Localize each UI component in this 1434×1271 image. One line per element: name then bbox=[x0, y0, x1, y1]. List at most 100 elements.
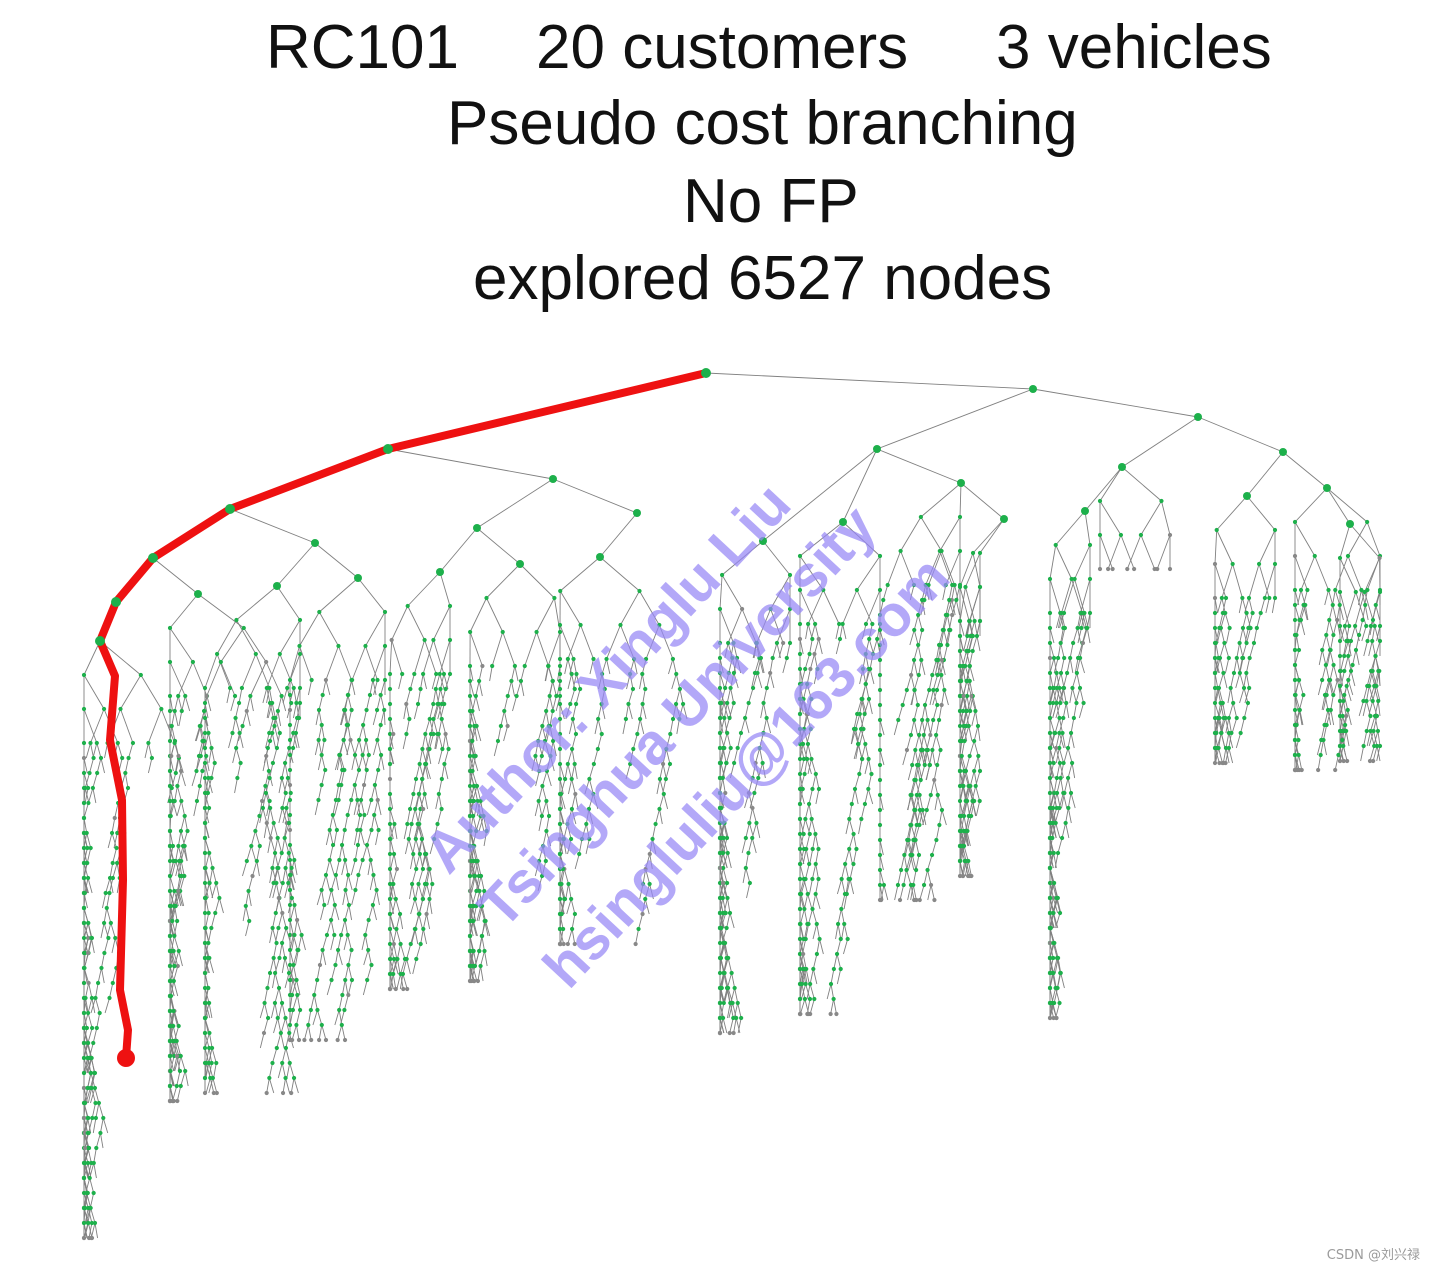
tree-edge bbox=[315, 709, 320, 726]
tree-edge bbox=[212, 867, 217, 884]
tree-edge bbox=[923, 719, 929, 736]
pruned-node bbox=[170, 1098, 175, 1104]
tree-edge bbox=[564, 658, 569, 675]
tree-node bbox=[316, 797, 321, 803]
tree-node bbox=[236, 700, 242, 706]
tree-node bbox=[217, 895, 222, 901]
tree-edge bbox=[184, 695, 191, 712]
tree-edge bbox=[519, 563, 555, 599]
tree-edge bbox=[351, 645, 366, 681]
tree-edge bbox=[1370, 730, 1375, 747]
tree-node bbox=[667, 761, 673, 767]
tree-edge bbox=[269, 702, 274, 719]
tree-edge bbox=[868, 638, 875, 655]
tree-edge bbox=[913, 719, 918, 736]
tree-edge bbox=[961, 770, 967, 787]
tree-edge bbox=[848, 848, 853, 865]
tree-edge bbox=[808, 803, 813, 820]
tree-edge bbox=[290, 1077, 295, 1094]
tree-edge bbox=[915, 779, 921, 796]
tree-edge bbox=[1294, 634, 1297, 651]
tree-edge bbox=[284, 837, 290, 854]
tree-node bbox=[447, 671, 453, 677]
tree-edge bbox=[414, 823, 419, 840]
tree-edge bbox=[284, 762, 289, 779]
tree-edge bbox=[965, 552, 981, 588]
tree-node bbox=[470, 798, 475, 804]
tree-edge bbox=[915, 839, 920, 856]
tree-edge bbox=[642, 703, 647, 720]
tree-edge bbox=[959, 635, 964, 652]
tree-edge bbox=[425, 748, 430, 765]
tree-edge bbox=[800, 668, 806, 685]
tree-edge bbox=[275, 897, 280, 914]
tree-edge bbox=[470, 785, 475, 802]
tree-edge bbox=[438, 718, 443, 735]
tree-node bbox=[365, 977, 370, 983]
tree-edge bbox=[354, 874, 359, 891]
tree-edge bbox=[1225, 657, 1230, 674]
tree-node bbox=[271, 715, 276, 721]
tree-edge bbox=[195, 725, 202, 742]
tree-edge bbox=[719, 942, 725, 959]
tree-edge bbox=[924, 689, 930, 706]
tree-edge bbox=[1238, 597, 1243, 614]
tree-edge bbox=[753, 642, 758, 659]
tree-node bbox=[382, 609, 388, 615]
tree-edge bbox=[931, 659, 937, 676]
tree-edge bbox=[567, 673, 573, 690]
tree-edge bbox=[408, 823, 413, 840]
tree-node bbox=[85, 785, 91, 791]
tree-node bbox=[382, 707, 387, 713]
tree-node bbox=[467, 843, 473, 849]
tree-node bbox=[85, 845, 90, 851]
tree-node bbox=[446, 746, 451, 752]
tree-edge bbox=[480, 905, 486, 922]
tree-edge bbox=[85, 1087, 91, 1104]
tree-edge bbox=[769, 657, 774, 674]
tree-edge bbox=[399, 973, 404, 990]
tree-edge bbox=[169, 965, 176, 982]
tree-edge bbox=[1214, 717, 1220, 734]
tree-edge bbox=[292, 732, 298, 749]
tree-node bbox=[244, 858, 249, 864]
tree-edge bbox=[969, 665, 975, 682]
tree-node bbox=[569, 776, 574, 782]
tree-edge bbox=[471, 905, 477, 922]
tree-node bbox=[292, 932, 297, 938]
tree-node bbox=[290, 1007, 296, 1013]
pruned-node bbox=[264, 659, 269, 665]
pruned-node bbox=[290, 1037, 295, 1043]
tree-edge bbox=[124, 772, 129, 789]
tree-edge bbox=[1296, 709, 1301, 726]
tree-edge bbox=[1055, 912, 1061, 929]
tree-edge bbox=[1322, 694, 1328, 711]
tree-edge bbox=[1244, 687, 1250, 704]
tree-edge bbox=[174, 905, 178, 922]
tree-edge bbox=[380, 694, 385, 711]
tree-node bbox=[267, 700, 273, 706]
tree-edge bbox=[390, 973, 394, 990]
tree-edge bbox=[1060, 672, 1065, 689]
tree-edge bbox=[89, 1177, 95, 1194]
tree-node bbox=[109, 830, 115, 836]
tree-node bbox=[544, 708, 549, 714]
tree-edge bbox=[720, 957, 725, 974]
tree-node bbox=[349, 707, 354, 713]
tree-node bbox=[522, 663, 527, 669]
tree-edge bbox=[894, 884, 899, 901]
tree-node bbox=[107, 995, 112, 1001]
tree-edge bbox=[174, 1040, 180, 1057]
tree-edge bbox=[191, 770, 197, 787]
tree-edge bbox=[975, 800, 981, 817]
tree-edge bbox=[83, 892, 88, 909]
tree-edge bbox=[84, 772, 90, 789]
pruned-node bbox=[175, 963, 180, 969]
tree-edge bbox=[1069, 657, 1074, 674]
tree-edge bbox=[929, 719, 934, 736]
tree-edge bbox=[389, 928, 395, 945]
tree-edge bbox=[945, 599, 950, 616]
tree-node bbox=[315, 977, 320, 983]
tree-node bbox=[447, 637, 453, 643]
tree-node bbox=[387, 821, 393, 827]
